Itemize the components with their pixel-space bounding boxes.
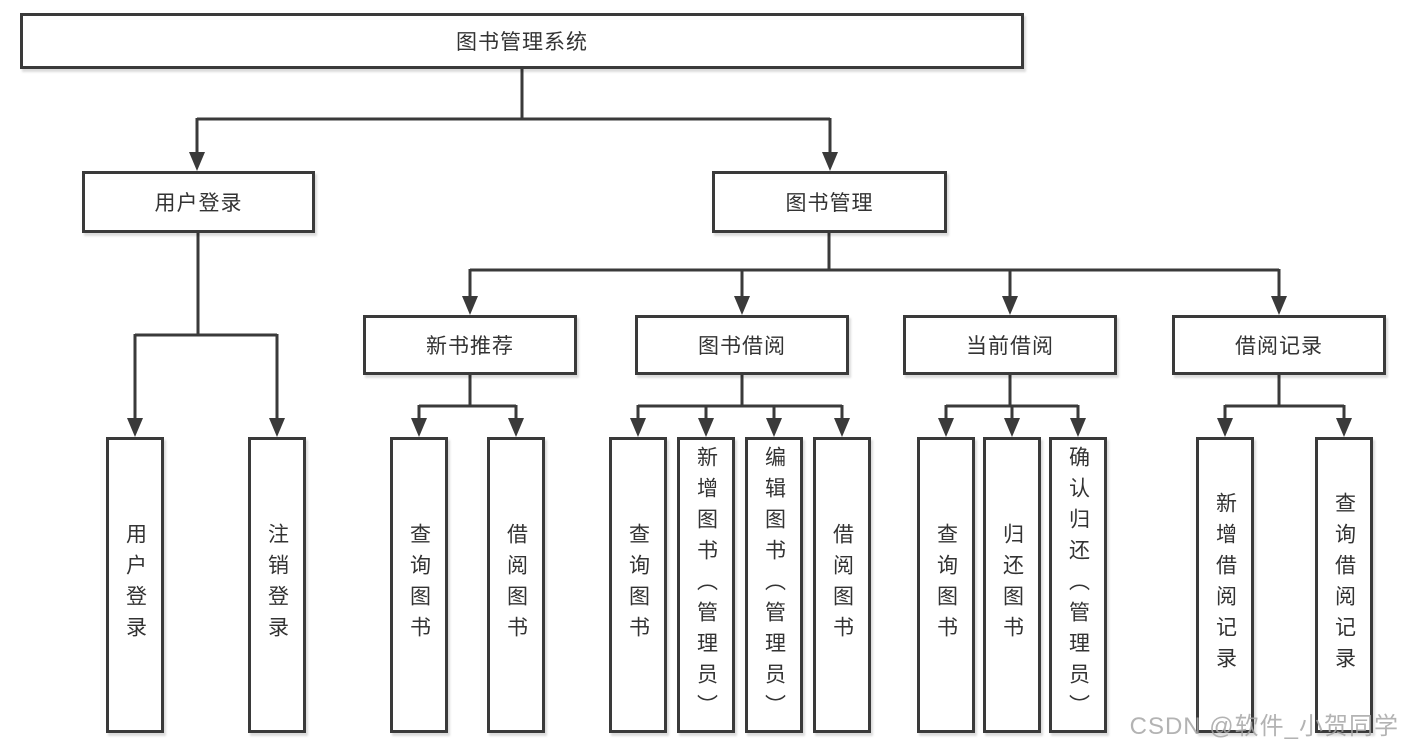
node-label: 借阅图书 [504, 523, 528, 647]
node-label: 查询图书 [934, 523, 958, 647]
leaf-login: 用户登录 [106, 437, 164, 733]
node-label: 新增借阅记录 [1213, 492, 1237, 678]
node-label: 用户登录 [123, 523, 147, 647]
node-current-borrow: 当前借阅 [903, 315, 1117, 375]
edges-borrow-to-leaves [630, 375, 850, 437]
node-label: 用户登录 [154, 192, 243, 215]
node-label: 编辑图书（管理员） [762, 445, 786, 725]
leaf-current-return-book: 归还图书 [983, 437, 1041, 733]
edges-record-to-leaves [1217, 375, 1352, 437]
node-new-book-recommend: 新书推荐 [363, 315, 577, 375]
node-label: 新书推荐 [426, 335, 514, 358]
leaf-borrow-edit-book-admin: 编辑图书（管理员） [745, 437, 803, 733]
leaf-record-query-borrow-record: 查询借阅记录 [1315, 437, 1373, 733]
leaf-recommend-borrow-book: 借阅图书 [487, 437, 545, 733]
edges-mgmt-to-level3 [462, 233, 1287, 315]
edges-recommend-to-leaves [411, 375, 524, 437]
leaf-logout: 注销登录 [248, 437, 306, 733]
node-label: 查询借阅记录 [1332, 492, 1356, 678]
leaf-record-add-borrow-record: 新增借阅记录 [1196, 437, 1254, 733]
node-label: 借阅记录 [1235, 335, 1323, 358]
leaf-current-query-book: 查询图书 [917, 437, 975, 733]
node-label: 归还图书 [1000, 523, 1024, 647]
node-label: 新增图书（管理员） [694, 445, 718, 725]
leaf-borrow-add-book-admin: 新增图书（管理员） [677, 437, 735, 733]
edges-root-to-level2 [189, 69, 838, 171]
node-book-management: 图书管理 [712, 171, 947, 233]
node-borrow-record: 借阅记录 [1172, 315, 1386, 375]
edges-login-to-leaves [127, 233, 285, 437]
node-label: 借阅图书 [830, 523, 854, 647]
node-root-system: 图书管理系统 [20, 13, 1024, 69]
node-label: 图书管理系统 [456, 31, 588, 54]
node-label: 图书借阅 [698, 335, 786, 358]
node-label: 查询图书 [407, 523, 431, 647]
leaf-recommend-query-book: 查询图书 [390, 437, 448, 733]
node-book-borrow: 图书借阅 [635, 315, 849, 375]
leaf-current-confirm-return-admin: 确认归还（管理员） [1049, 437, 1107, 733]
node-label: 图书管理 [785, 192, 874, 215]
node-label: 查询图书 [626, 523, 650, 647]
node-label: 注销登录 [265, 523, 289, 647]
edges-current-to-leaves [938, 375, 1086, 437]
node-label: 确认归还（管理员） [1066, 445, 1090, 725]
csdn-watermark: CSDN @软件_小贺同学 [1129, 713, 1399, 740]
node-label: 当前借阅 [966, 335, 1054, 358]
leaf-borrow-borrow-book: 借阅图书 [813, 437, 871, 733]
node-user-login: 用户登录 [82, 171, 315, 233]
leaf-borrow-query-book: 查询图书 [609, 437, 667, 733]
